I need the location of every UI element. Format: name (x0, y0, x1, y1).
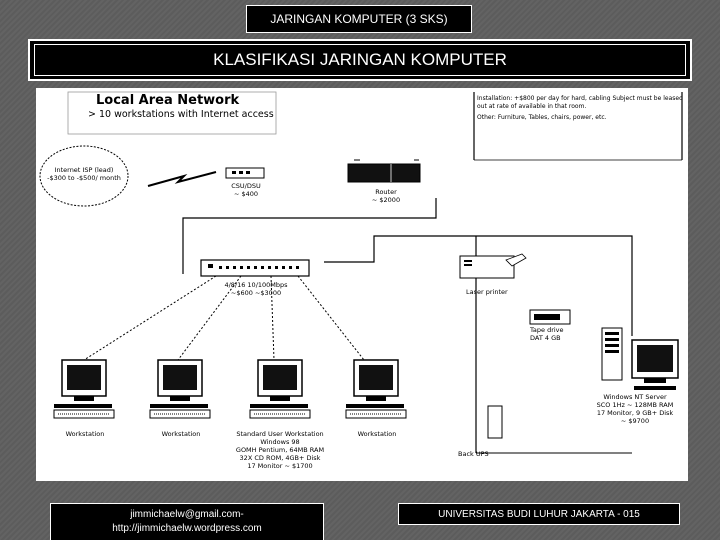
csu-dsu-icon (225, 167, 265, 179)
installation-text: Installation: +$800 per day for hard, ca… (477, 95, 683, 110)
server-monitor-icon (631, 339, 679, 390)
footer-email: jimmichaelw@gmail.com- (130, 509, 244, 520)
router-label: Router ~ $2000 (371, 188, 401, 204)
footer-contact: jimmichaelw@gmail.com- http://jimmichael… (50, 503, 324, 540)
title-inner-border (34, 44, 686, 76)
course-title: JARINGAN KOMPUTER (3 SKS) (270, 12, 448, 26)
lan-diagram: Local Area Network > 10 workstations wit… (36, 88, 688, 481)
course-title-box: JARINGAN KOMPUTER (3 SKS) (246, 5, 472, 33)
wireless-link-icon (147, 171, 217, 187)
server-tower-icon (601, 327, 623, 381)
laser-printer-icon (459, 253, 527, 279)
workstation-4-label: Workstation (357, 430, 397, 438)
router-hub-link (182, 198, 437, 274)
workstation-1-icon (53, 359, 115, 419)
workstation-3-icon (249, 359, 311, 419)
csu-dsu-label: CSU/DSU ~ $400 (231, 182, 261, 198)
backbone-link (324, 235, 633, 336)
workstation-3-label: Standard User Workstation Windows 98 GOM… (235, 430, 325, 470)
ups-icon (487, 405, 503, 439)
lan-title-frame (67, 91, 277, 135)
server-label: Windows NT Server SCO 1Hz ~ 128MB RAM 17… (596, 393, 674, 425)
internet-cloud-label: Internet ISP (lead) -$300 to -$500/ mont… (47, 166, 121, 182)
router-icon (347, 163, 421, 183)
footer-institution-box: UNIVERSITAS BUDI LUHUR JAKARTA - 015 (398, 503, 680, 525)
ups-label: Back UPS (458, 450, 489, 458)
workstation-1-label: Workstation (65, 430, 105, 438)
workstation-2-label: Workstation (161, 430, 201, 438)
installation-note: Installation: +$800 per day for hard, ca… (477, 95, 685, 122)
hub-workstation-links (83, 275, 365, 361)
footer-website: http://jimmichaelw.wordpress.com (112, 523, 262, 534)
lan-subtitle: > 10 workstations with Internet access (88, 109, 274, 120)
other-text: Other: Furniture, Tables, chairs, power,… (477, 114, 607, 121)
lan-diagram-graphics (39, 91, 683, 454)
footer-institution: UNIVERSITAS BUDI LUHUR JAKARTA - 015 (438, 508, 640, 520)
workstation-2-icon (149, 359, 211, 419)
tape-drive-label: Tape drive DAT 4 GB (530, 326, 564, 342)
slide-title: KLASIFIKASI JARINGAN KOMPUTER (213, 50, 507, 69)
printer-label: Laser printer (466, 288, 508, 296)
workstation-4-icon (345, 359, 407, 419)
lan-title: Local Area Network (96, 93, 240, 108)
internet-cloud-icon (39, 145, 129, 207)
slide-title-box: KLASIFIKASI JARINGAN KOMPUTER (28, 39, 692, 81)
hub-label: 4/8/16 10/100Mbps ~$600 ~$3000 (224, 281, 288, 297)
